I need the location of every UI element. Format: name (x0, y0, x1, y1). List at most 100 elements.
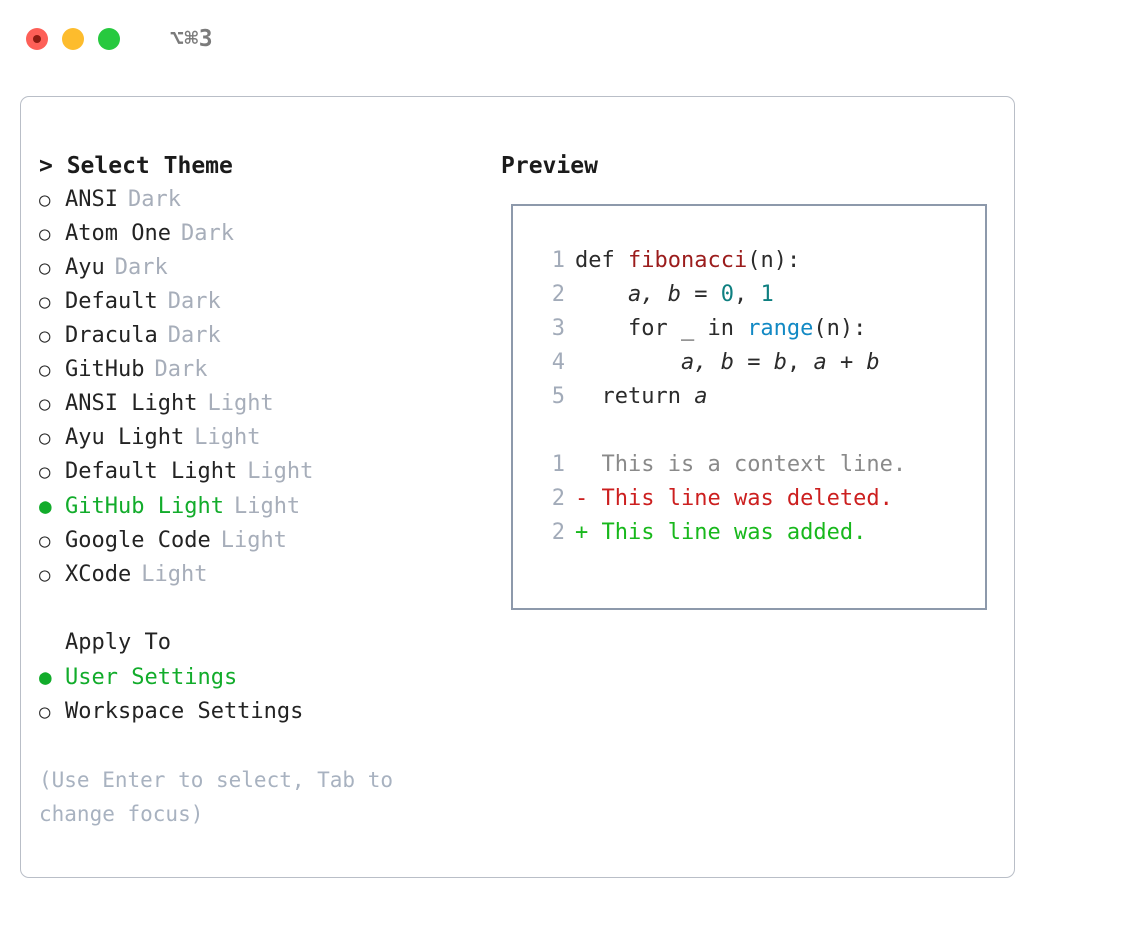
code-line: 2 a, b = 0, 1 (535, 278, 906, 312)
keyboard-hint: (Use Enter to select, Tab to change focu… (39, 768, 394, 826)
code-token-plain: = (680, 282, 721, 307)
theme-type-badge: Light (233, 494, 301, 519)
theme-name: Default Light (65, 459, 238, 484)
code-line-number: 4 (551, 350, 565, 375)
radio-unselected-icon: ○ (39, 257, 51, 279)
theme-name: XCode (65, 562, 132, 587)
code-token-italic: b (773, 350, 787, 375)
radio-unselected-icon: ○ (39, 359, 51, 381)
radio-unselected-icon: ○ (39, 530, 51, 552)
code-token-plain: , (733, 282, 761, 307)
code-token-plain: (n): (813, 316, 867, 341)
code-token-num: 0 (720, 282, 734, 307)
apply-to-item[interactable]: ●User Settings (39, 660, 479, 695)
diff-line-text: This line was added. (601, 520, 867, 545)
theme-type-badge: Dark (127, 187, 181, 212)
theme-type-badge: Dark (114, 255, 168, 280)
title-bar: ⌥⌘3 (0, 0, 1140, 78)
theme-type-badge: Light (220, 528, 287, 553)
theme-name: GitHub Light (65, 494, 224, 519)
code-line: 4 a, b = b, a + b (535, 346, 906, 380)
theme-type-badge: Light (141, 562, 208, 587)
diff-marker: + (575, 520, 602, 545)
theme-name: Dracula (65, 323, 158, 348)
code-token-builtin: range (747, 316, 814, 341)
code-token-plain: (n): (747, 248, 801, 273)
diff-line-text: This line was deleted. (601, 486, 893, 511)
minimize-button-icon[interactable] (62, 28, 84, 50)
zoom-button-icon[interactable] (98, 28, 120, 50)
diff-marker (575, 448, 602, 482)
radio-unselected-icon: ○ (39, 701, 51, 723)
code-token-plain: return (575, 384, 695, 409)
theme-list-item[interactable]: ○ ANSI Dark (39, 183, 479, 217)
code-token-plain: = (733, 350, 774, 375)
theme-list-item[interactable]: ○ XCode Light (39, 558, 479, 592)
code-line-number: 3 (551, 316, 565, 341)
code-line-text: a, b = 0, 1 (575, 278, 774, 312)
apply-to-list: ●User Settings○Workspace Settings (39, 660, 479, 729)
theme-type-badge: Dark (167, 323, 221, 348)
theme-name: ANSI (65, 187, 118, 212)
window-title: ⌥⌘3 (170, 26, 214, 52)
apply-to-name: User Settings (65, 665, 238, 690)
code-token-italic: a, b (627, 282, 681, 307)
code-line: 5 return a (535, 380, 906, 414)
code-token-num: 1 (760, 282, 774, 307)
code-token-plain (575, 350, 681, 375)
theme-type-badge: Dark (154, 357, 208, 382)
code-token-plain: , (786, 350, 814, 375)
diff-line: 2 + This line was added. (535, 516, 906, 550)
code-line-number: 5 (551, 384, 565, 409)
radio-unselected-icon: ○ (39, 189, 51, 211)
diff-line-number: 2 (551, 486, 565, 511)
diff-line-number: 2 (551, 520, 565, 545)
diff-marker: - (575, 486, 602, 511)
theme-name: Ayu Light (65, 425, 185, 450)
theme-name: Ayu (65, 255, 105, 280)
code-line-text: a, b = b, a + b (575, 346, 880, 380)
code-blank-line (535, 414, 906, 448)
code-token-italic: a (694, 384, 708, 409)
code-line-number: 2 (551, 282, 565, 307)
theme-list-item[interactable]: ○ Ayu Light Light (39, 421, 479, 455)
theme-name: ANSI Light (65, 391, 198, 416)
code-line-number: 1 (551, 248, 565, 273)
diff-line: 1 This is a context line. (535, 448, 906, 482)
code-token-italic: a + b (813, 350, 880, 375)
code-token-plain (575, 282, 628, 307)
theme-list-item[interactable]: ○ Ayu Dark (39, 251, 479, 285)
apply-to-item[interactable]: ○Workspace Settings (39, 695, 479, 729)
code-line-text: def fibonacci(n): (575, 244, 800, 278)
radio-unselected-icon: ○ (39, 291, 51, 313)
code-line-text: return a (575, 380, 707, 414)
theme-type-badge: Light (194, 425, 261, 450)
radio-unselected-icon: ○ (39, 427, 51, 449)
theme-type-badge: Dark (180, 221, 234, 246)
code-line: 1 def fibonacci(n): (535, 244, 906, 278)
theme-name: Atom One (65, 221, 171, 246)
diff-line-number: 1 (551, 452, 565, 477)
diff-line: 2- This line was deleted. (535, 482, 906, 516)
theme-name: Default (65, 289, 158, 314)
traffic-light-group (26, 28, 120, 50)
radio-unselected-icon: ○ (39, 564, 51, 586)
code-token-fn: fibonacci (627, 248, 748, 273)
apply-to-label: Apply To (65, 630, 171, 655)
close-button-icon[interactable] (26, 28, 48, 50)
preview-heading: Preview (501, 153, 598, 179)
theme-type-badge: Light (207, 391, 274, 416)
preview-column: Preview (501, 149, 991, 183)
theme-type-badge: Light (247, 459, 314, 484)
